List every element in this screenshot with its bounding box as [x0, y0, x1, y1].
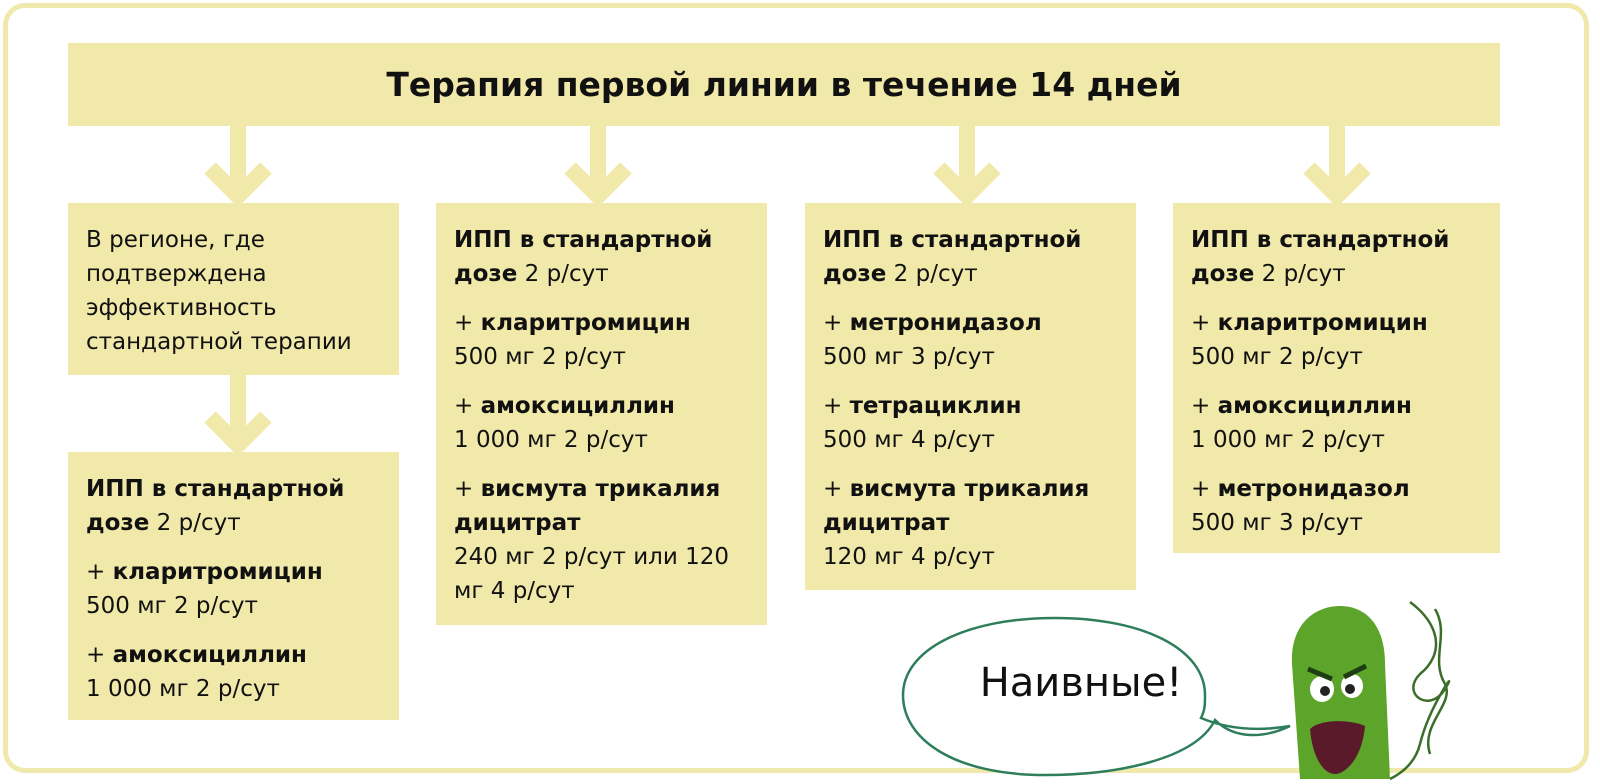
drug-item: + амоксициллин 1 000 мг 2 р/сут — [454, 389, 749, 457]
item-text: + — [86, 559, 113, 585]
item-text: + — [1191, 393, 1218, 419]
drug-name: ИПП в стандартной дозе — [454, 227, 713, 287]
drug-name: кларитромицин — [480, 310, 691, 336]
item-text: + — [86, 642, 113, 668]
item-text: + — [1191, 476, 1218, 502]
item-text: 2 р/сут — [886, 261, 978, 287]
drug-name: ИПП в стандартной дозе — [86, 476, 345, 536]
diagram-title: Терапия первой линии в течение 14 дней — [68, 43, 1500, 126]
dosage: 240 мг 2 р/сут или 120 мг 4 р/сут — [454, 544, 730, 604]
item-text: В регионе, где подтверждена эффективност… — [86, 227, 352, 355]
item-text: 2 р/сут — [149, 510, 241, 536]
item-text: 2 р/сут — [1254, 261, 1346, 287]
drug-item: + кларитромицин 500 мг 2 р/сут — [86, 555, 381, 623]
drug-item: + кларитромицин 500 мг 2 р/сут — [454, 306, 749, 374]
item-text: + — [1191, 310, 1218, 336]
dosage: 1 000 мг 2 р/сут — [1191, 427, 1385, 453]
dosage: 500 мг 2 р/сут — [1191, 344, 1363, 370]
card-regimen-bismuth-quadruple: ИПП в стандартной дозе 2 р/сут + метронид… — [805, 203, 1136, 590]
item-text: 2 р/сут — [517, 261, 609, 287]
drug-name: кларитромицин — [112, 559, 323, 585]
drug-item: + кларитромицин 500 мг 2 р/сут — [1191, 306, 1482, 374]
drug-item: ИПП в стандартной дозе 2 р/сут — [1191, 223, 1482, 291]
item-text: + — [823, 476, 850, 502]
item-text: + — [454, 476, 481, 502]
drug-name: висмута трикалия дицитрат — [823, 476, 1090, 536]
card-condition: В регионе, где подтверждена эффективност… — [68, 203, 399, 375]
dosage: 500 мг 4 р/сут — [823, 427, 995, 453]
drug-name: амоксициллин — [1217, 393, 1412, 419]
dosage: 1 000 мг 2 р/сут — [86, 676, 280, 702]
drug-name: метронидазол — [849, 310, 1042, 336]
outer-frame — [3, 3, 1589, 773]
dosage: 120 мг 4 р/сут — [823, 544, 995, 570]
drug-name: ИПП в стандартной дозе — [1191, 227, 1450, 287]
dosage: 500 мг 3 р/сут — [823, 344, 995, 370]
drug-name: ИПП в стандартной дозе — [823, 227, 1082, 287]
drug-name: тетрациклин — [849, 393, 1022, 419]
drug-item: ИПП в стандартной дозе 2 р/сут — [454, 223, 749, 291]
item-text: + — [823, 310, 850, 336]
speech-bubble-text: Наивные! — [979, 660, 1183, 706]
dosage: 500 мг 2 р/сут — [454, 344, 626, 370]
drug-item: + тетрациклин 500 мг 4 р/сут — [823, 389, 1118, 457]
drug-item: + метронидазол 500 мг 3 р/сут — [1191, 472, 1482, 540]
bacterium-illustration — [1291, 600, 1451, 781]
item-text: + — [454, 393, 481, 419]
item-text: + — [823, 393, 850, 419]
drug-name: амоксициллин — [112, 642, 307, 668]
card-regimen-concomitant: ИПП в стандартной дозе 2 р/сут + кларитро… — [1173, 203, 1500, 553]
drug-name: амоксициллин — [480, 393, 675, 419]
dosage: 500 мг 3 р/сут — [1191, 510, 1363, 536]
dosage: 1 000 мг 2 р/сут — [454, 427, 648, 453]
item-text: + — [454, 310, 481, 336]
drug-item: + амоксициллин 1 000 мг 2 р/сут — [1191, 389, 1482, 457]
drug-item: ИПП в стандартной дозе 2 р/сут — [823, 223, 1118, 291]
card-regimen-triple: ИПП в стандартной дозе 2 р/сут + кларитро… — [68, 452, 399, 720]
drug-item: В регионе, где подтверждена эффективност… — [86, 223, 381, 359]
drug-item: + метронидазол 500 мг 3 р/сут — [823, 306, 1118, 374]
drug-name: кларитромицин — [1217, 310, 1428, 336]
drug-name: метронидазол — [1217, 476, 1410, 502]
card-regimen-bismuth-clarithromycin: ИПП в стандартной дозе 2 р/сут + кларитро… — [436, 203, 767, 625]
dosage: 500 мг 2 р/сут — [86, 593, 258, 619]
speech-bubble — [901, 616, 1291, 777]
drug-name: висмута трикалия дицитрат — [454, 476, 721, 536]
drug-item: + амоксициллин 1 000 мг 2 р/сут — [86, 638, 381, 706]
drug-item: ИПП в стандартной дозе 2 р/сут — [86, 472, 381, 540]
drug-item: + висмута трикалия дицитрат 240 мг 2 р/су… — [454, 472, 749, 608]
drug-item: + висмута трикалия дицитрат 120 мг 4 р/су… — [823, 472, 1118, 574]
